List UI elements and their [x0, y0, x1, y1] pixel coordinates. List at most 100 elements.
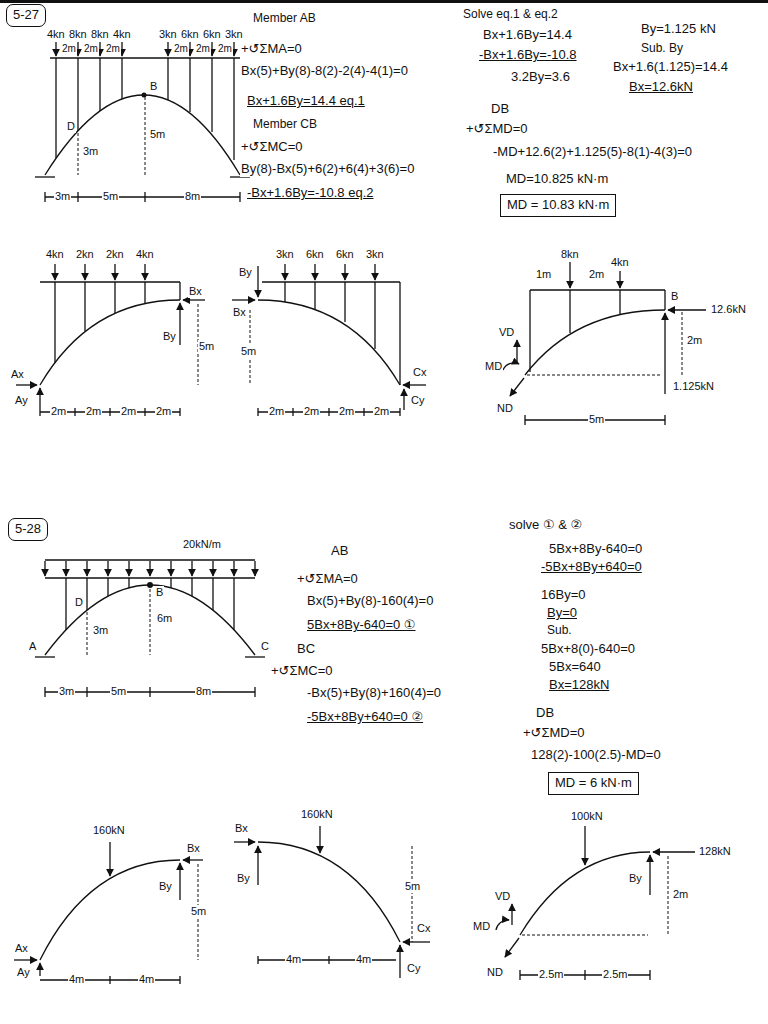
section-db-top-stroke	[529, 290, 530, 372]
figure-label: 2m	[338, 405, 355, 418]
equation-text: -MD+12.6(2)+1.125(5)-8(1)-4(3)=0	[492, 145, 693, 160]
arch-figure-top-stroke	[145, 97, 146, 175]
figure-label: 3m	[92, 624, 109, 637]
section-db-bottom-stroke	[649, 855, 650, 895]
equation-text: By(8)-Bx(5)+6(2)+6(4)+3(6)=0	[240, 162, 415, 177]
free-body-bc-bottom-stroke	[328, 956, 329, 964]
arch-figure-bottom-stroke	[44, 687, 45, 697]
equation-text: +↺ΣMD=0	[522, 726, 586, 741]
free-body-ab-top-stroke	[183, 299, 205, 300]
figure-label: 5m	[198, 340, 215, 353]
free-body-cb-top-stroke	[284, 264, 285, 280]
arch-figure-bottom-stroke	[233, 578, 234, 630]
figure-label: 4m	[138, 973, 155, 986]
figure-label: 2m	[195, 43, 211, 55]
figure-label: 3m	[82, 145, 99, 158]
equation-text: Bx(5)+By(8)-160(4)=0	[306, 594, 434, 609]
equation-text: solve ① & ②	[508, 518, 583, 533]
arch-figure-top-stroke	[167, 58, 168, 100]
arch-figure-bottom-stroke	[254, 687, 255, 697]
figure-label: Cx	[412, 366, 427, 379]
equation-text: +↺ΣMC=0	[240, 140, 304, 155]
figure-label: 2m	[588, 268, 605, 281]
arch-figure-bottom-stroke	[128, 578, 129, 588]
figure-label: B	[155, 586, 164, 599]
figure-label: Cy	[410, 394, 425, 407]
free-body-ab-bottom-stroke	[14, 959, 37, 960]
equation-text: -Bx+1.6By=-10.8 eq.2	[246, 186, 374, 201]
figure-label: 5m	[404, 880, 421, 893]
arch-figure-bottom-stroke	[86, 561, 87, 576]
arch-figure-bottom-stroke	[212, 578, 213, 610]
arch-figure-bottom-stroke	[170, 578, 171, 588]
figure-label: 5m	[588, 413, 605, 426]
figure-label: 160kN	[300, 808, 334, 821]
free-body-ab-top-stroke	[179, 408, 180, 416]
arch-figure-top-stroke	[144, 192, 145, 202]
figure-label: 6kn	[180, 28, 200, 41]
section-db-top-stroke	[510, 378, 524, 396]
arch-figure-bottom-stroke	[170, 561, 171, 576]
figure-label: 2m	[686, 334, 703, 347]
arch-figure-top-stroke	[233, 42, 234, 56]
arch-figure-top-stroke	[35, 176, 55, 177]
figure-label: 20kN/m	[182, 538, 222, 551]
equation-text: AB	[330, 544, 349, 559]
arch-figure-top-stroke	[99, 58, 100, 111]
free-body-bc-bottom-stroke	[234, 841, 255, 842]
free-body-ab-top-stroke	[74, 408, 75, 416]
figure-label: Ax	[14, 942, 29, 955]
answer-box-text: MD = 10.83 kN·m	[507, 197, 609, 212]
equation-text: 128(2)-100(2.5)-MD=0	[530, 748, 662, 763]
free-body-bc-bottom-stroke	[257, 846, 258, 885]
free-body-bc-bottom	[234, 826, 430, 978]
free-body-ab-top	[16, 264, 205, 416]
section-db-bottom-stroke	[496, 920, 509, 930]
arch-figure-bottom-stroke	[107, 578, 108, 596]
section-db-bottom-stroke	[668, 856, 669, 935]
arch-figure-bottom-stroke	[254, 561, 255, 576]
arch-figure-top-stroke	[211, 42, 212, 56]
free-body-ab-top-stroke	[114, 264, 115, 280]
arch-figure-bottom-stroke	[107, 561, 108, 576]
figure-label: Bx	[234, 822, 249, 835]
answer-box: MD = 10.83 kN·m	[500, 194, 616, 217]
figure-label: D	[74, 596, 84, 609]
figure-label: VD	[498, 326, 515, 339]
free-body-cb-top-stroke	[374, 264, 375, 280]
answer-box: MD = 6 kN·m	[548, 772, 639, 795]
free-body-ab-top-stroke	[16, 384, 37, 385]
figure-label: ND	[496, 402, 514, 415]
section-db-bottom-stroke	[519, 970, 520, 980]
arch-figure-bottom-stroke	[65, 578, 66, 630]
arch-figure-bottom-stroke	[191, 561, 192, 576]
arch-figure-bottom-stroke	[233, 561, 234, 576]
equation-text: -Bx(5)+By(8)+160(4)=0	[306, 686, 442, 701]
arch-figure-bottom-stroke	[147, 582, 153, 588]
section-db-top-stroke	[527, 375, 660, 376]
free-body-cb-top-stroke	[232, 299, 255, 300]
free-body-ab-top-stroke	[84, 282, 85, 331]
figure-label: 3kn	[158, 28, 178, 41]
figure-label: 8kn	[68, 28, 88, 41]
figure-label: 128kN	[698, 845, 732, 858]
section-db-bottom-stroke	[505, 938, 519, 957]
free-body-cb-top-stroke	[403, 384, 426, 385]
free-body-cb-top-stroke	[344, 264, 345, 280]
section-db-top-stroke	[569, 290, 570, 333]
figure-label: Bx	[186, 842, 201, 855]
figure-label: 2kn	[75, 248, 95, 261]
arch-figure-top-stroke	[121, 58, 122, 99]
arch-figure-top-stroke	[167, 42, 168, 56]
problem-number: 5-28	[8, 518, 48, 541]
equation-text: Bx+1.6(1.125)=14.4	[612, 60, 729, 75]
figure-label: 2m	[672, 888, 689, 901]
section-db-top-stroke	[682, 312, 683, 375]
equation-text: Sub.	[546, 624, 573, 638]
arch-figure-bottom-stroke	[149, 687, 150, 697]
figure-label: 2m	[217, 43, 233, 55]
free-body-ab-top-stroke	[54, 282, 55, 363]
section-db-bottom	[496, 826, 695, 980]
section-db-top-stroke	[524, 415, 525, 425]
figure-label: 4kn	[610, 256, 630, 269]
